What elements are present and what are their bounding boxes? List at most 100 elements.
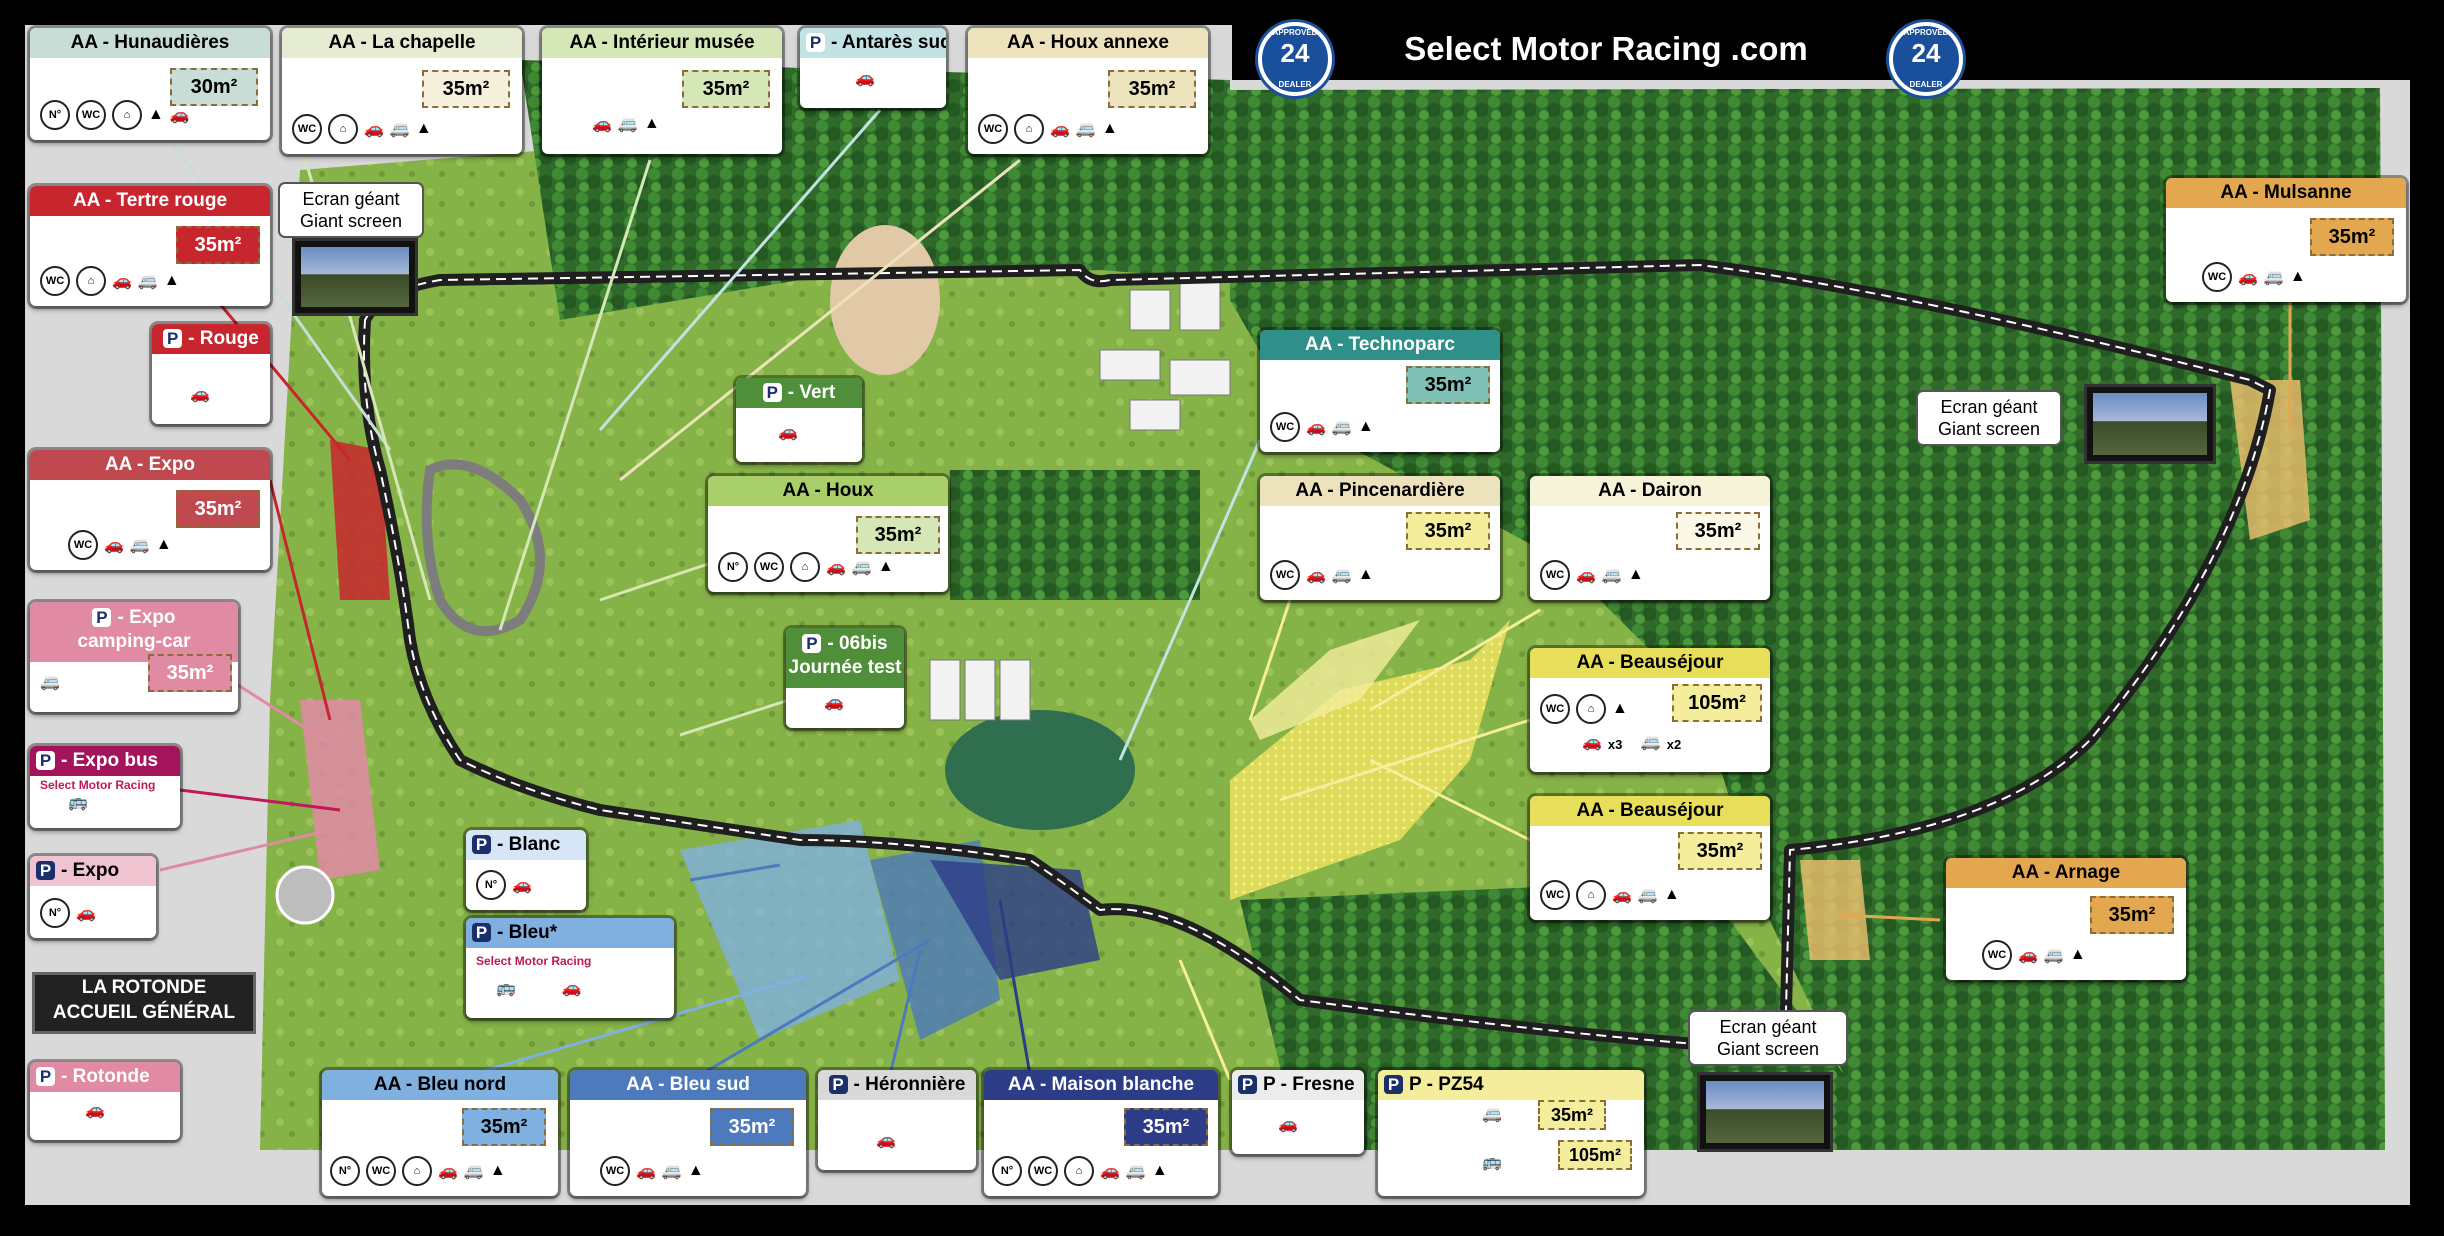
shower-icon: ⌂ [790, 552, 820, 582]
area-card-hunaudieres[interactable]: AA - Hunaudières 30m² N°WC⌂▲🚗 [30, 28, 270, 140]
car-icon: 🚗 [190, 386, 210, 403]
parking-card-blanc[interactable]: P- Blanc N°🚗 [466, 830, 586, 910]
giant-screen-nw [292, 238, 418, 316]
area-card-beausejour-105[interactable]: AA - Beauséjour 105m² WC⌂▲ 🚗x3 🚐x2 [1530, 648, 1770, 772]
camper-icon: 🚐 [1482, 1106, 1502, 1123]
car-icon: 🚗 [1100, 1163, 1120, 1180]
parking-card-rouge[interactable]: P- Rouge 🚗 [152, 324, 270, 424]
car-icon: 🚗 [2018, 947, 2038, 964]
camper-icon: 🚐 [1331, 419, 1352, 436]
bugatti-circuit [421, 459, 545, 637]
area-card-mulsanne[interactable]: AA - Mulsanne 35m² WC🚗🚐▲ [2166, 178, 2406, 302]
parking-card-rotonde[interactable]: P- Rotonde 🚗 [30, 1062, 180, 1140]
camper-icon: 🚐 [851, 559, 872, 576]
shower-icon: ⌂ [112, 100, 142, 130]
giant-screen-s [1697, 1072, 1833, 1152]
car-icon: 🚗 [104, 537, 124, 554]
zone-bleu-nord [680, 820, 900, 1040]
amenity-icons: N° 🚗 [40, 898, 102, 928]
area-card-technoparc[interactable]: AA - Technoparc 35m² WC🚗🚐▲ [1260, 330, 1500, 452]
approved-dealer-badge-left: APPROVED 24 DEALER [1258, 22, 1332, 96]
wc-icon: WC [1270, 560, 1300, 590]
car-icon: 🚗 [561, 980, 582, 997]
camper-icon: 🚐 [40, 674, 60, 691]
wc-icon: WC [68, 530, 98, 560]
tent-icon: ▲ [155, 536, 172, 553]
shower-icon: ⌂ [76, 266, 106, 296]
tent-icon: ▲ [1357, 566, 1374, 583]
car-icon: 🚗 [876, 1132, 896, 1149]
amenity-icons: 🚌 [68, 792, 94, 822]
amenity-icons: 🚗 [855, 68, 881, 98]
area-card-pincenardiere[interactable]: AA - Pincenardière 35m² WC🚗🚐▲ [1260, 476, 1500, 600]
car-icon: 🚗 [1306, 567, 1326, 584]
amenity-icons: 🚐 [40, 672, 66, 702]
tent-icon: ▲ [415, 120, 432, 137]
amenity-icons: N°WC⌂▲🚗 [40, 100, 196, 130]
tent-icon: ▲ [163, 272, 180, 289]
forest-center [950, 470, 1200, 600]
area-card-houx[interactable]: AA - Houx 35m² N°WC⌂🚗🚐▲ [708, 476, 948, 592]
amenity-icons: N°🚗 [476, 870, 538, 900]
car-icon: 🚗 [824, 694, 844, 711]
amenity-icons: N°WC⌂🚗🚐▲ [330, 1156, 512, 1186]
zone-arnage [1800, 860, 1870, 960]
parking-card-antares-sud[interactable]: P- Antarès sud 🚗 [800, 28, 946, 108]
area-card-houx-annexe[interactable]: AA - Houx annexe 35m² WC⌂🚗🚐▲ [968, 28, 1208, 154]
area-card-bleu-sud[interactable]: AA - Bleu sud 35m² WC🚗🚐▲ [570, 1070, 806, 1196]
amenity-icons: WC🚗🚐▲ [1540, 560, 1650, 590]
tent-icon: ▲ [1151, 1162, 1168, 1179]
area-card-dairon[interactable]: AA - Dairon 35m² WC🚗🚐▲ [1530, 476, 1770, 600]
n-icon: N° [330, 1156, 360, 1186]
area-card-beausejour-35[interactable]: AA - Beauséjour 35m² WC⌂🚗🚐▲ [1530, 796, 1770, 920]
camper-icon: 🚐 [389, 121, 410, 138]
area-card-maison-blanche[interactable]: AA - Maison blanche 35m² N°WC⌂🚗🚐▲ [984, 1070, 1218, 1196]
camper-icon: 🚐 [463, 1163, 484, 1180]
car-icon: 🚗 [1582, 734, 1602, 751]
car-icon: 🚗 [855, 70, 875, 87]
parking-card-heronniere[interactable]: P- Héronnière 🚗 [818, 1070, 976, 1170]
area-card-bleu-nord[interactable]: AA - Bleu nord 35m² N°WC⌂🚗🚐▲ [322, 1070, 558, 1196]
tent-icon: ▲ [2289, 268, 2306, 285]
area-card-arnage[interactable]: AA - Arnage 35m² WC🚗🚐▲ [1946, 858, 2186, 980]
approved-dealer-badge-right: APPROVED 24 DEALER [1889, 22, 1963, 96]
parking-card-expo-bus[interactable]: P- Expo bus Select Motor Racing 🚌 [30, 746, 180, 828]
tent-icon: ▲ [1101, 120, 1118, 137]
parking-card-bleu[interactable]: P- Bleu* Select Motor Racing 🚌🚗 [466, 918, 674, 1018]
area-card-interieur-musee[interactable]: AA - Intérieur musée 35m² 🚗🚐▲ [542, 28, 782, 154]
car-icon: 🚗 [112, 273, 132, 290]
car-icon: 🚗 [636, 1163, 656, 1180]
tent-icon: ▲ [643, 115, 660, 132]
rotonde-dome [275, 865, 335, 925]
area-card-tertre-rouge[interactable]: AA - Tertre rouge 35m² WC⌂🚗🚐▲ [30, 186, 270, 306]
amenity-icons: WC🚗🚐▲ [1270, 412, 1380, 442]
camper-icon: 🚐 [617, 116, 638, 133]
car-icon: 🚗 [1612, 887, 1632, 904]
car-icon: 🚗 [85, 1102, 105, 1119]
shower-icon: ⌂ [1576, 880, 1606, 910]
site-title: Select Motor Racing .com [1404, 30, 1808, 67]
car-icon: 🚗 [2238, 269, 2258, 286]
tent-icon: ▲ [489, 1162, 506, 1179]
area-card-expo[interactable]: AA - Expo 35m² WC🚗🚐▲ [30, 450, 270, 570]
car-icon: 🚗 [76, 905, 96, 922]
amenity-icons: WC🚗🚐▲ [600, 1156, 710, 1186]
camper-icon: 🚐 [129, 537, 150, 554]
area-card-la-chapelle[interactable]: AA - La chapelle 35m² WC⌂🚗🚐▲ [282, 28, 522, 154]
car-icon: 🚗 [169, 107, 190, 124]
amenity-icons: 🚌 [1482, 1152, 1508, 1182]
parking-card-vert[interactable]: P- Vert 🚗 [736, 378, 862, 462]
amenity-icons: 🚗 [824, 692, 850, 722]
car-icon: 🚗 [512, 877, 532, 894]
parking-card-expo[interactable]: P- Expo N°🚗 [30, 856, 156, 938]
n-icon: N° [40, 898, 70, 928]
amenity-icons: WC⌂🚗🚐▲ [40, 266, 186, 296]
tent-icon: ▲ [1663, 886, 1680, 903]
